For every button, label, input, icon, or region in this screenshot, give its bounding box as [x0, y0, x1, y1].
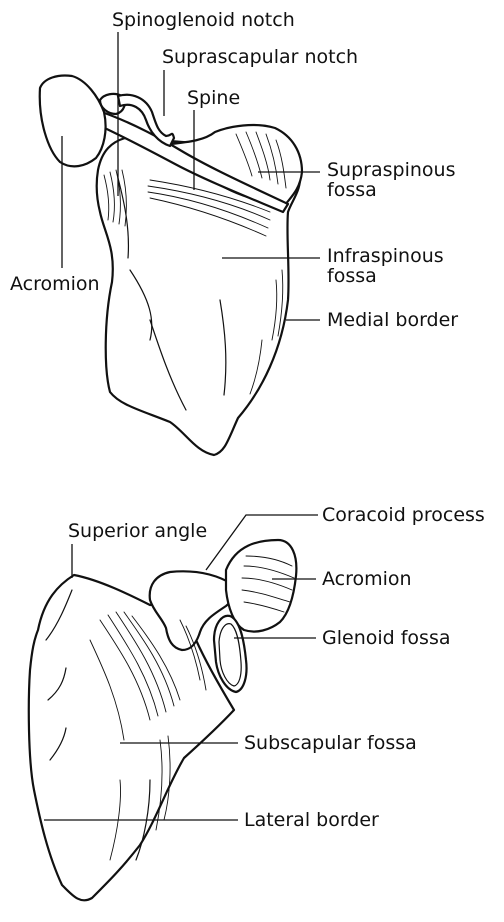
label-acromion-anterior: Acromion [322, 568, 412, 590]
label-medial-border: Medial border [327, 309, 458, 331]
label-infraspinous-fossa-line1: Infraspinous [327, 245, 444, 267]
label-infraspinous-fossa-line2: fossa [327, 265, 377, 287]
label-subscapular-fossa: Subscapular fossa [244, 732, 417, 754]
label-coracoid-process: Coracoid process [322, 504, 485, 526]
label-acromion-posterior: Acromion [10, 273, 100, 295]
label-lateral-border: Lateral border [244, 809, 379, 831]
label-suprascapular-notch: Suprascapular notch [162, 46, 358, 68]
label-spinoglenoid-notch: Spinoglenoid notch [112, 9, 295, 31]
anterior-view-figure [29, 540, 297, 900]
posterior-acromion [40, 76, 106, 167]
label-supraspinous-fossa-line1: Supraspinous [327, 159, 455, 181]
label-spine: Spine [187, 87, 240, 109]
anterior-acromion [226, 540, 296, 632]
label-supraspinous-fossa-line2: fossa [327, 179, 377, 201]
label-glenoid-fossa: Glenoid fossa [322, 627, 451, 649]
posterior-view-figure [40, 76, 302, 456]
label-superior-angle: Superior angle [68, 520, 207, 542]
